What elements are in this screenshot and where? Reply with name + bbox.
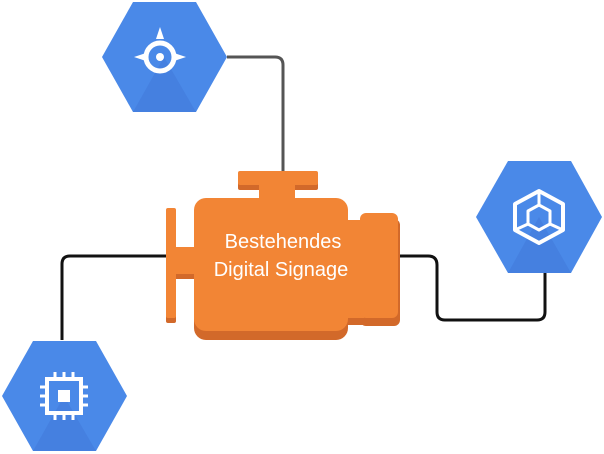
container-engine-icon [513,189,565,245]
connector-top-to-engine [227,55,285,172]
connectors [60,55,547,340]
hex-node-bottom-left[interactable] [2,341,127,451]
connector-engine-to-right [398,254,547,322]
engine-node[interactable]: Bestehendes Digital Signage [166,171,400,340]
app-engine-icon [134,27,186,74]
hex-node-top[interactable] [102,2,227,112]
connector-engine-to-bottom-left [60,254,166,340]
engine-label-line2: Digital Signage [214,259,349,281]
compute-engine-icon [40,372,88,420]
engine-label-line1: Bestehendes [225,231,342,253]
hex-node-right[interactable] [476,161,602,273]
